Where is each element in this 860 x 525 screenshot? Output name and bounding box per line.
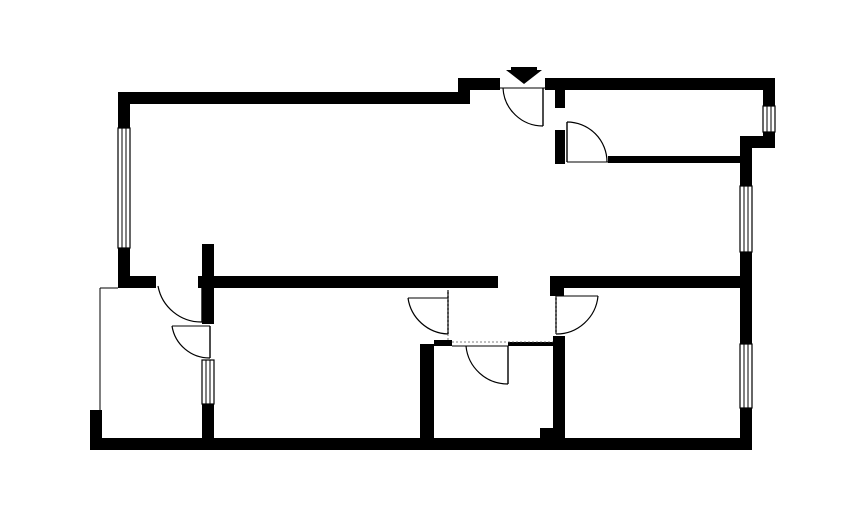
wall-top-step-cap — [458, 78, 500, 90]
window-right-living — [739, 185, 753, 253]
wall-part-mid — [420, 344, 434, 450]
wall-mid-left — [198, 276, 498, 288]
window-left-living — [117, 127, 131, 249]
wall-inner-room-bottom — [608, 156, 752, 163]
wall-inner-room-left — [555, 88, 565, 108]
window-right-bedroom — [739, 343, 753, 409]
wall-part-left-upper — [202, 244, 214, 288]
door-entrance — [500, 87, 545, 127]
wall-inner-room-left-lower — [555, 130, 565, 164]
door-storage — [566, 121, 608, 163]
wall-part-left-lower — [202, 404, 214, 450]
wall-left-foot — [118, 276, 156, 288]
door-corridor-left — [407, 290, 449, 342]
windows — [117, 105, 776, 409]
wall-right-main-mid — [740, 252, 752, 344]
door-bathroom — [452, 341, 553, 385]
door-annex-lower — [171, 325, 211, 359]
wall-bottom-left-stub — [90, 410, 102, 450]
window-partition-left — [201, 359, 215, 405]
doors — [157, 87, 608, 385]
wall-part-left-mid — [202, 288, 214, 324]
wall-right-upper — [763, 78, 775, 106]
door-corridor-right — [555, 295, 599, 336]
entrance-arrow-icon — [506, 67, 542, 84]
wall-left-upper — [118, 92, 130, 128]
wall-part-right-foot — [540, 428, 565, 450]
wall-top-right — [545, 78, 775, 90]
wall-bath-stub-right — [508, 342, 553, 346]
wall-top-left — [118, 92, 470, 104]
annex-outline — [99, 287, 118, 410]
wall-mid-right — [550, 276, 752, 288]
wall-bath-stub — [434, 340, 452, 346]
window-right-upper — [762, 105, 776, 133]
wall-part-right — [553, 336, 565, 450]
walls — [90, 78, 775, 450]
door-annex-upper — [157, 285, 203, 323]
wall-mid-right-stub — [550, 276, 564, 296]
